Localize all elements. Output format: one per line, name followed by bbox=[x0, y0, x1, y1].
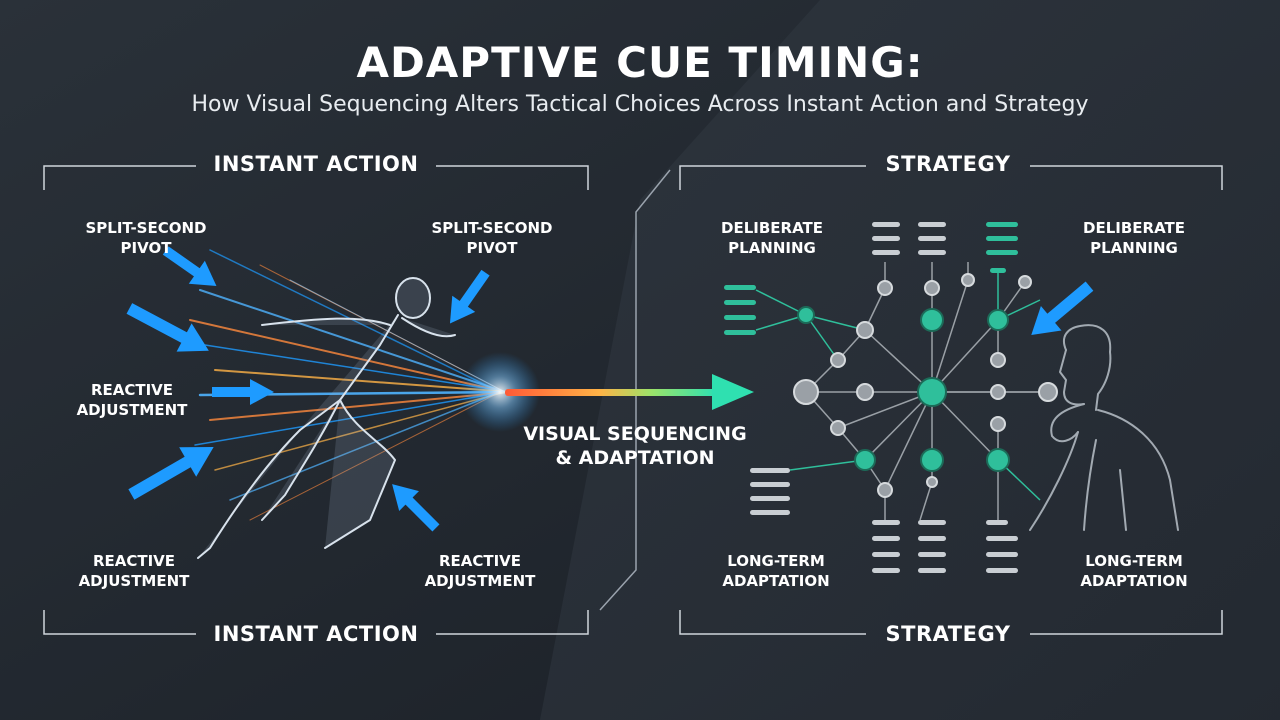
left-panel-title-top: INSTANT ACTION bbox=[213, 152, 419, 176]
right-panel-title-bottom: STRATEGY bbox=[885, 622, 1011, 646]
page-title: ADAPTIVE CUE TIMING: bbox=[356, 38, 924, 87]
page-subtitle: How Visual Sequencing Alters Tactical Ch… bbox=[191, 92, 1089, 117]
speed-streaks bbox=[189, 249, 512, 521]
runner-figure bbox=[197, 277, 456, 559]
left-panel-frame bbox=[43, 165, 589, 635]
node-network bbox=[724, 222, 1058, 573]
blue-arrows bbox=[126, 246, 1094, 532]
thinker-figure bbox=[1029, 324, 1179, 531]
label-visual-sequencing: VISUAL SEQUENCING& ADAPTATION bbox=[523, 423, 747, 469]
right-panel-frame bbox=[679, 165, 1223, 635]
right-panel-title-top: STRATEGY bbox=[885, 152, 1011, 176]
left-panel-title-bottom: INSTANT ACTION bbox=[213, 622, 419, 646]
cue-arrow-icon bbox=[505, 374, 754, 410]
focal-glow bbox=[460, 352, 540, 432]
